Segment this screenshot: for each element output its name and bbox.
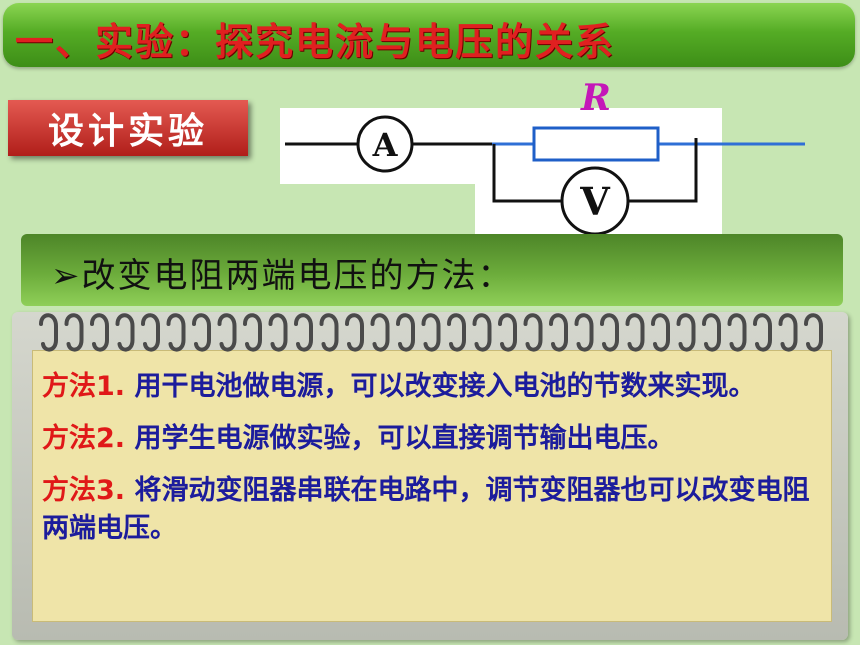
design-experiment-label: 设计实验: [47, 111, 208, 152]
spiral-ring: [396, 313, 415, 352]
voltmeter-wire-right: [628, 138, 698, 203]
spiral-ring: [753, 313, 772, 352]
spiral-ring: [498, 313, 517, 352]
method-label-3: 方法3.: [42, 475, 126, 506]
spiral-ring: [625, 313, 645, 352]
spiral-ring: [549, 313, 568, 352]
spiral-ring: [192, 313, 211, 352]
spiral-ring: [472, 313, 492, 352]
ammeter-symbol: [356, 115, 414, 173]
spiral-ring: [702, 313, 721, 352]
spiral-ring: [574, 313, 594, 352]
voltmeter-label: V: [579, 179, 611, 224]
spiral-ring: [523, 313, 543, 352]
spiral-ring: [243, 313, 262, 352]
spiral-ring: [345, 313, 364, 352]
method-text-2: 用学生电源做实验，可以直接调节输出电压。: [134, 423, 675, 454]
spiral-ring: [268, 313, 288, 352]
spiral-ring: [90, 313, 109, 352]
spiral-ring: [447, 313, 466, 352]
design-experiment-badge: 设计实验: [8, 100, 248, 156]
method-item-2: 方法2. 用学生电源做实验，可以直接调节输出电压。: [42, 420, 824, 458]
ammeter-label: A: [372, 126, 399, 164]
method-label-2: 方法2.: [42, 423, 126, 454]
resistor-label: R: [580, 77, 611, 119]
spiral-ring: [64, 313, 84, 352]
spiral-ring: [421, 313, 441, 352]
title-bar: 一、实验：探究电流与电压的关系: [3, 3, 855, 67]
spiral-ring: [651, 313, 670, 352]
resistor-symbol: [532, 126, 660, 162]
spiral-ring: [141, 313, 160, 352]
method-item-1: 方法1. 用干电池做电源，可以改变接入电池的节数来实现。: [42, 368, 824, 406]
voltmeter-wire-left: [492, 144, 562, 203]
spiral-ring: [39, 313, 58, 352]
spiral-ring: [166, 313, 186, 352]
method-item-3: 方法3. 将滑动变阻器串联在电路中，调节变阻器也可以改变电阻两端电压。: [42, 472, 824, 548]
spiral-ring: [727, 313, 747, 352]
method-heading-bar: ➢改变电阻两端电压的方法：: [21, 234, 843, 306]
spiral-ring: [600, 313, 619, 352]
spiral-ring: [676, 313, 696, 352]
spiral-ring: [115, 313, 135, 352]
methods-list: 方法1. 用干电池做电源，可以改变接入电池的节数来实现。 方法2. 用学生电源做…: [42, 368, 824, 562]
page-title: 一、实验：探究电流与电压的关系: [15, 20, 616, 64]
spiral-ring: [217, 313, 237, 352]
spiral-ring: [319, 313, 339, 352]
circuit-diagram: A V R: [280, 77, 805, 246]
spiral-ring: [778, 313, 798, 352]
method-heading: ➢改变电阻两端电压的方法：: [51, 256, 514, 296]
spiral-ring: [370, 313, 390, 352]
notebook-paper: [32, 350, 832, 622]
spiral-binding: [39, 313, 823, 352]
method-text-3: 将滑动变阻器串联在电路中，调节变阻器也可以改变电阻两端电压。: [42, 475, 810, 544]
method-text-1: 用干电池做电源，可以改变接入电池的节数来实现。: [134, 371, 756, 402]
spiral-ring: [294, 313, 313, 352]
method-label-1: 方法1.: [42, 371, 126, 402]
spiral-ring: [804, 313, 823, 352]
